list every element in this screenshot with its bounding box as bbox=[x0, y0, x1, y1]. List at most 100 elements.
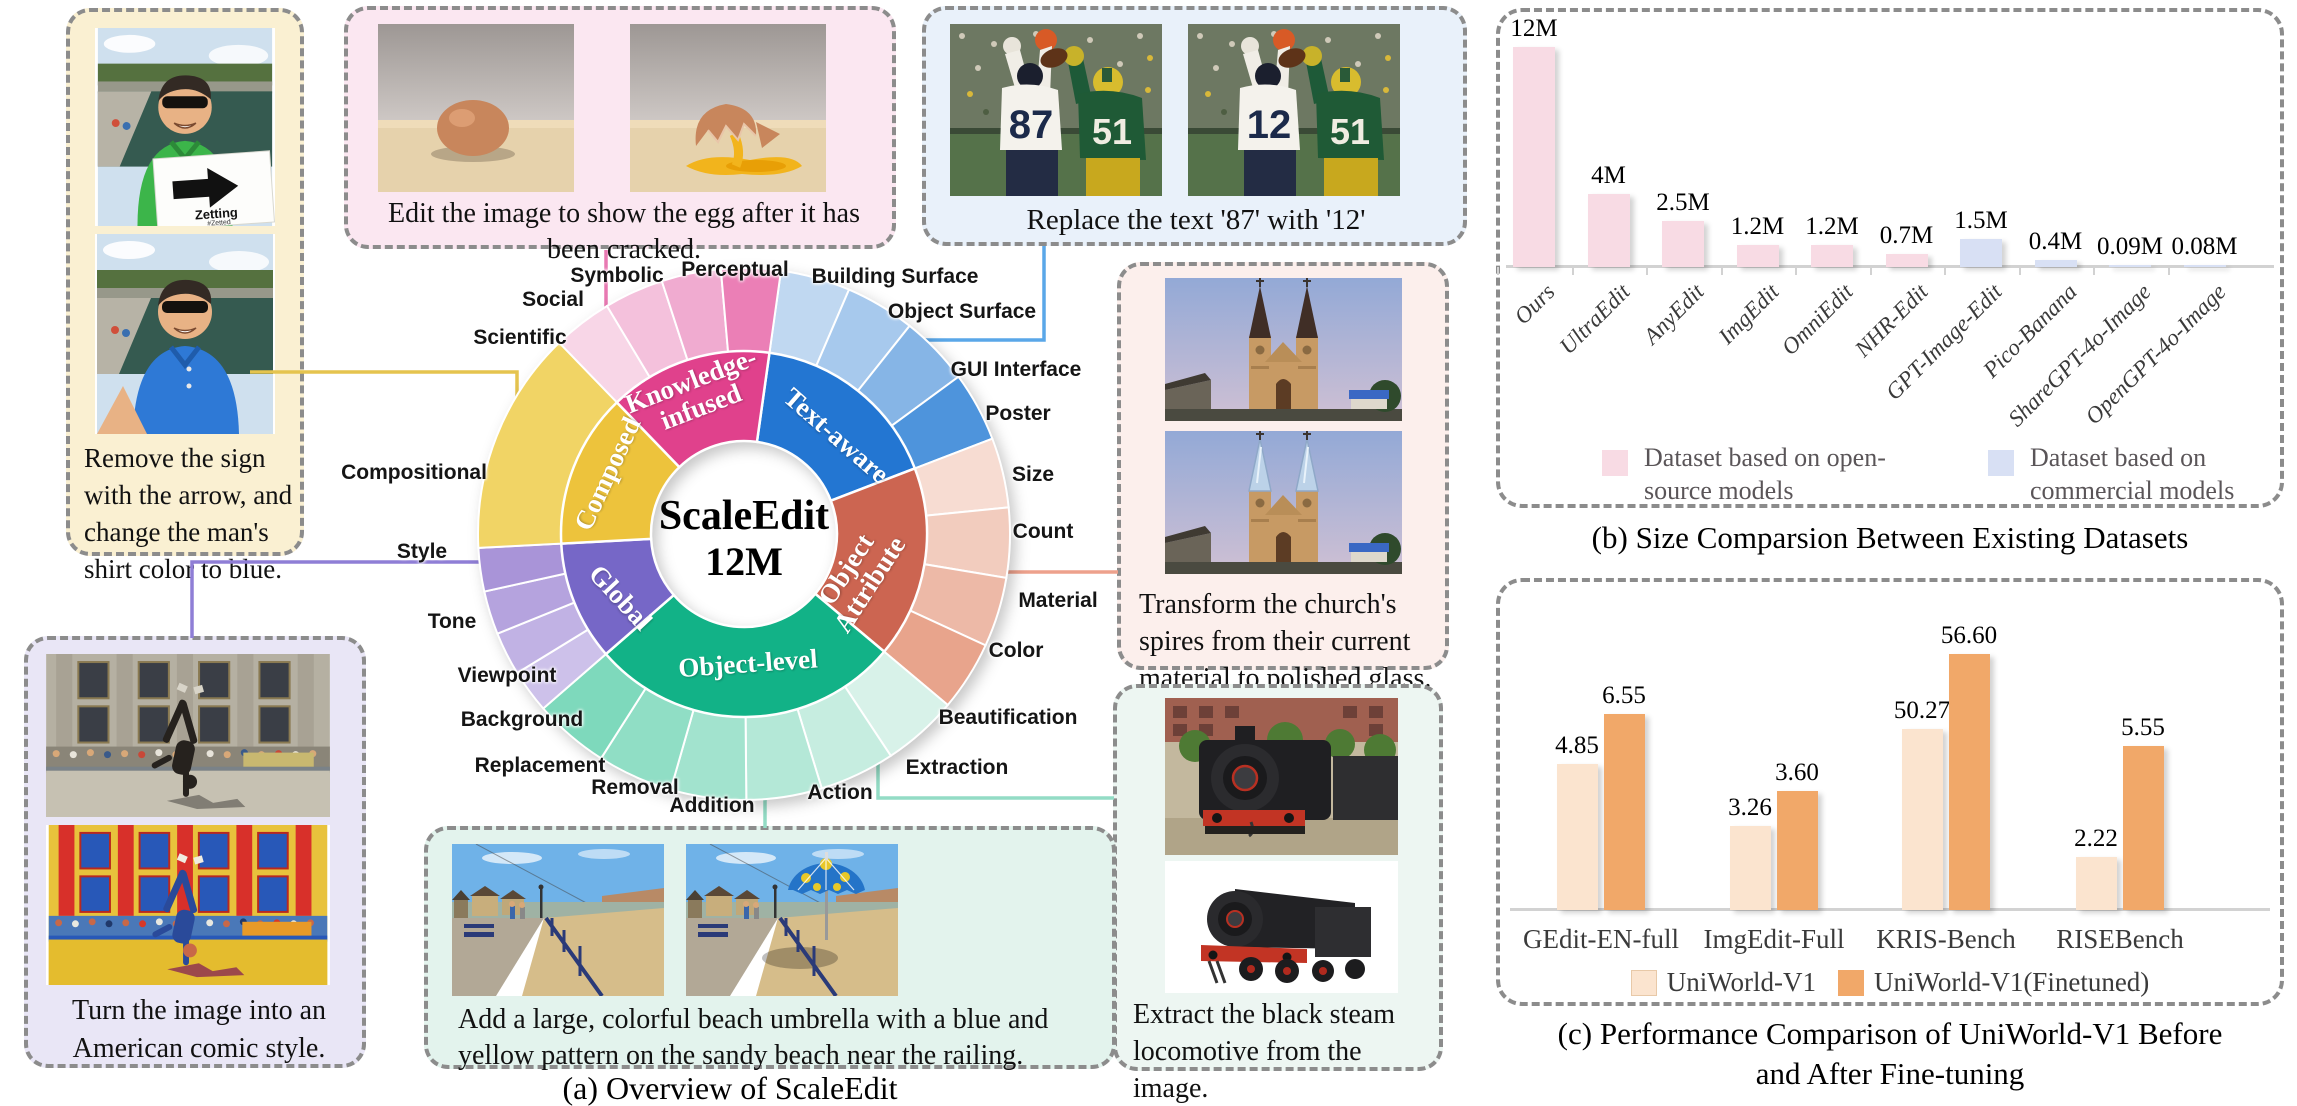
c-bar-value-risebench-after: 5.55 bbox=[2121, 714, 2165, 741]
caption-a: (a) Overview of ScaleEdit bbox=[562, 1070, 898, 1106]
example-box-church: Transform the church's spires from their… bbox=[1117, 262, 1449, 694]
donut-sublabel-compositional: Compositional bbox=[341, 461, 487, 484]
donut-sublabel-extraction: Extraction bbox=[905, 756, 1009, 779]
b-bar-value-omniedit: 1.2M bbox=[1805, 213, 1859, 240]
donut-sub-beautification bbox=[843, 650, 950, 758]
c-bar-value-gedit-en-full-before: 4.85 bbox=[1555, 732, 1599, 759]
egg-caption: Edit the image to show the egg after it … bbox=[388, 198, 860, 266]
c-bar-gedit-en-full-after bbox=[1604, 714, 1645, 910]
donut-sublabel-background: Background bbox=[460, 708, 584, 731]
football-after-image: 12 51 bbox=[1188, 24, 1400, 196]
text-aware-connector bbox=[865, 246, 1046, 342]
selfie-before-image: Zetting #Zetted bbox=[95, 28, 275, 226]
b-axis-tick bbox=[2167, 267, 2170, 275]
donut-sublabel-count: Count bbox=[1012, 520, 1074, 543]
donut-sub-poster bbox=[890, 375, 994, 470]
church-before-image bbox=[1165, 278, 1402, 421]
donut-sub-symbolic bbox=[660, 267, 730, 362]
example-box-train: Extract the black steam locomotive from … bbox=[1113, 684, 1443, 1104]
egg-after-image bbox=[630, 24, 826, 192]
b-bar-ultraedit bbox=[1587, 194, 1630, 267]
c-legend: UniWorld-V1 UniWorld-V1(Finetuned) bbox=[1500, 967, 2280, 998]
donut-sublabel-gui-interface: GUI Interface bbox=[950, 358, 1082, 381]
donut-sub-material bbox=[908, 563, 1008, 647]
donut-sublabel-size: Size bbox=[1011, 463, 1055, 486]
donut-sublabel-tone: Tone bbox=[427, 610, 477, 633]
c-xlabel-kris-bench: KRIS-Bench bbox=[1876, 924, 2016, 954]
sign-subtext: #Zetted bbox=[207, 219, 231, 226]
donut-sub-scientific bbox=[557, 304, 652, 404]
train-caption: Extract the black steam locomotive from … bbox=[1133, 999, 1395, 1105]
example-box-beach: Add a large, colorful beach umbrella wit… bbox=[424, 826, 1116, 1071]
donut-sub-size bbox=[913, 437, 1010, 517]
donut-sublabel-social: Social bbox=[522, 288, 584, 311]
donut-sub-social bbox=[605, 279, 689, 379]
b-bar-nhr-edit bbox=[1885, 254, 1928, 267]
jersey-number-after: 12 bbox=[1247, 103, 1292, 147]
b-axis-tick bbox=[2018, 267, 2021, 275]
football-caption: Replace the text '87' with '12' bbox=[1026, 204, 1366, 236]
c-bar-kris-bench-before bbox=[1902, 729, 1943, 910]
donut-sublabel-material: Material bbox=[1018, 589, 1098, 612]
beach-caption: Add a large, colorful beach umbrella wit… bbox=[458, 1004, 1049, 1072]
donut-sub-addition bbox=[669, 708, 748, 801]
b-bar-value-imgedit: 1.2M bbox=[1730, 213, 1785, 240]
b-axis-tick bbox=[1944, 267, 1946, 275]
donut-sub-style bbox=[477, 542, 567, 593]
c-bar-gedit-en-full-before bbox=[1557, 764, 1598, 910]
donut-label-text-aware: Text-aware bbox=[777, 381, 896, 490]
b-bar-omniedit bbox=[1811, 245, 1853, 267]
defender-number: 51 bbox=[1092, 111, 1132, 152]
c-bar-value-imgedit-full-before: 3.26 bbox=[1728, 794, 1772, 821]
dancer-before-image bbox=[46, 654, 330, 817]
legend-label-uniworld-finetuned: UniWorld-V1(Finetuned) bbox=[1874, 967, 2150, 997]
egg-before-image bbox=[378, 24, 574, 192]
dancer-after-image bbox=[46, 825, 330, 985]
donut-sub-replacement bbox=[541, 652, 648, 760]
legend-swatch-uniworld-finetuned bbox=[1838, 969, 1865, 996]
b-axis-tick bbox=[1720, 267, 1723, 275]
example-box-dancer: Turn the image into an American comic st… bbox=[24, 636, 366, 1068]
donut-sublabel-style: Style bbox=[396, 540, 448, 563]
c-bar-value-kris-bench-after: 56.60 bbox=[1940, 622, 1998, 649]
donut-sublabel-beautification: Beautification bbox=[938, 706, 1078, 729]
legend-label-uniworld: UniWorld-V1 bbox=[1666, 967, 1817, 997]
b-bar-ours bbox=[1513, 47, 1555, 267]
caption-c-line1: (c) Performance Comparison of UniWorld-V… bbox=[1557, 1016, 2223, 1051]
donut-sub-perceptual bbox=[719, 267, 783, 354]
example-box-selfie: Zetting #Zetted Remove the sign with the… bbox=[66, 8, 304, 584]
donut-sub-action bbox=[744, 707, 824, 801]
donut-sublabel-poster: Poster bbox=[985, 402, 1051, 425]
c-xlabel-risebench: RISEBench bbox=[2056, 924, 2184, 954]
donut-segment-object-level bbox=[604, 592, 886, 719]
c-bar-risebench-before bbox=[2076, 857, 2117, 910]
train-before-image bbox=[1165, 698, 1398, 855]
c-bar-value-imgedit-full-after: 3.60 bbox=[1775, 759, 1819, 786]
donut-sublabel-color: Color bbox=[988, 639, 1044, 662]
c-bar-imgedit-full-before bbox=[1730, 826, 1771, 910]
b-bar-imgedit bbox=[1736, 245, 1779, 267]
c-xlabel-gedit-en-full: GEdit-EN-full bbox=[1523, 924, 1679, 954]
c-bar-value-risebench-before: 2.22 bbox=[2074, 825, 2118, 852]
caption-b: (b) Size Comparsion Between Existing Dat… bbox=[1591, 520, 2189, 555]
legend-label-commercial: Dataset based on commercial models bbox=[2030, 443, 2235, 505]
b-bar-value-ours: 12M bbox=[1510, 15, 1558, 42]
c-bar-imgedit-full-after bbox=[1777, 791, 1818, 910]
defender-number: 51 bbox=[1330, 111, 1370, 152]
example-box-egg: Edit the image to show the egg after it … bbox=[344, 6, 896, 265]
train-after-image bbox=[1165, 861, 1398, 993]
donut-sub-extraction bbox=[796, 685, 893, 790]
b-axis-tick bbox=[1646, 267, 1648, 275]
b-bar-value-nhr-edit: 0.7M bbox=[1879, 222, 1934, 249]
donut-sublabel-viewpoint: Viewpoint bbox=[457, 664, 557, 687]
donut-sub-removal bbox=[599, 686, 695, 791]
church-caption: Transform the church's spires from their… bbox=[1139, 589, 1432, 695]
b-axis-tick bbox=[1795, 267, 1797, 275]
donut-sublabel-removal: Removal bbox=[591, 776, 679, 799]
donut-label-object-level: Object-level bbox=[677, 643, 819, 684]
football-before-image: 87 51 bbox=[950, 24, 1162, 196]
b-bar-opengpt-4o-image bbox=[2183, 265, 2226, 267]
beach-before-image bbox=[452, 844, 664, 996]
